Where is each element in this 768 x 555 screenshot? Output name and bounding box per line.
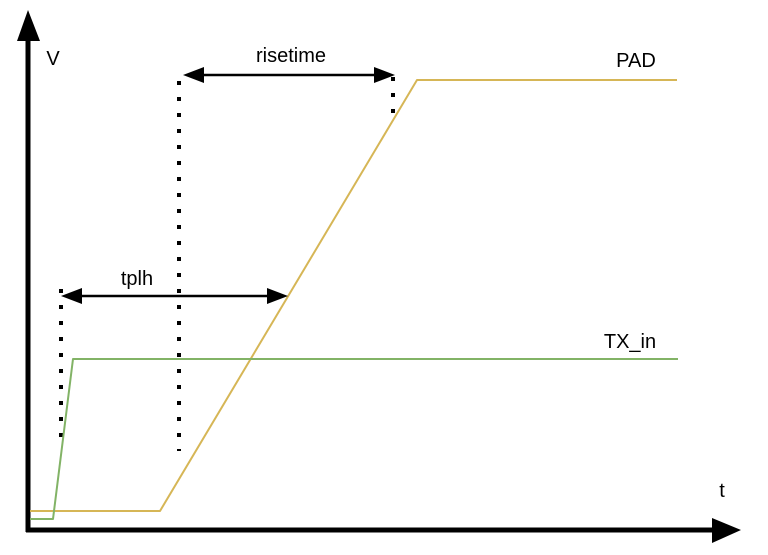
risetime-annotation-label: risetime	[256, 45, 326, 67]
risetime-arrow-left-head-icon	[183, 67, 204, 83]
risetime-arrow-right-head-icon	[374, 67, 395, 83]
tplh-annotation-label: tplh	[121, 268, 153, 290]
v-axis-label: V	[46, 48, 60, 70]
tx-in-series-label: TX_in	[604, 331, 656, 353]
x-axis-arrowhead-icon	[712, 518, 741, 543]
pad-waveform	[30, 79, 677, 512]
pad-series-label: PAD	[616, 50, 656, 72]
tplh-arrow-left-head-icon	[61, 288, 82, 304]
tx-in-waveform	[30, 358, 678, 520]
t-axis-label: t	[719, 480, 725, 502]
tplh-arrow-right-head-icon	[267, 288, 288, 304]
y-axis-arrowhead-icon	[17, 10, 40, 41]
